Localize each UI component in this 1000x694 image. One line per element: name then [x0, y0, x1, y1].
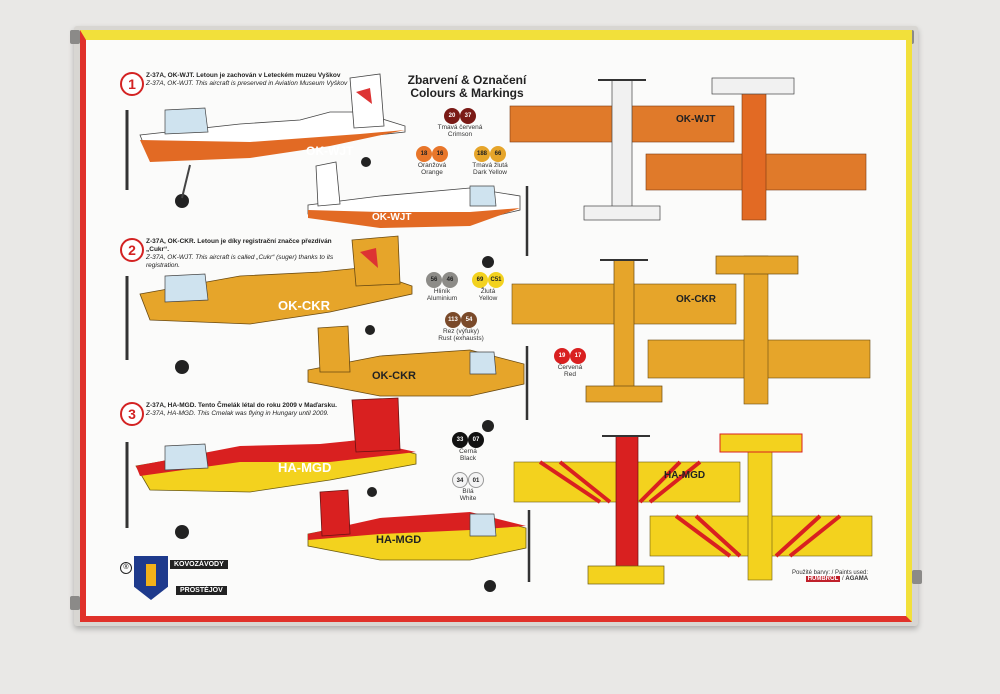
- paint-en: Crimson: [447, 131, 473, 138]
- paint-en: Orange: [421, 169, 443, 176]
- agama-logo: AGAMA: [845, 576, 869, 582]
- paint-code-b: 46: [442, 272, 458, 288]
- box-corner: [70, 596, 80, 610]
- scheme-1-caption: Z-37A, OK-WJT. Letoun je zachován v Lete…: [146, 72, 376, 88]
- scheme-2-number: 2: [120, 238, 144, 262]
- paint-code-a: 19: [554, 348, 570, 364]
- scheme-1-subtitle: Z-37A, OK-WJT. This aircraft is preserve…: [146, 80, 348, 87]
- brand-line2: PROSTĚJOV: [176, 586, 227, 595]
- paint-cz: Žlutá: [480, 288, 496, 295]
- paint-en: Black: [460, 455, 476, 462]
- paint-code-b: 07: [468, 432, 484, 448]
- paint-cz: Hliník: [433, 288, 451, 295]
- paint-cz: Tmavá žlutá: [472, 162, 508, 169]
- heading-cz: Zbarvení & Označení: [407, 73, 527, 87]
- paint-cz: Tmavá červená: [437, 124, 483, 131]
- brand-line1: KOVOZÁVODY: [170, 560, 228, 569]
- scheme-3-caption: Z-37A, HA-MGD. Tento Čmelák létal do rok…: [146, 402, 356, 418]
- paint-en: White: [459, 495, 477, 502]
- paint-code-a: 56: [426, 272, 442, 288]
- scheme-2-subtitle: Z-37A, OK-WJT. This aircraft is called „…: [146, 254, 334, 269]
- aircraft-1-side-large: [125, 73, 406, 208]
- box-corner: [70, 30, 80, 44]
- aircraft-2-side-small: [307, 325, 529, 432]
- paint-code-b: C51: [488, 272, 504, 288]
- registered-mark-icon: ®: [120, 562, 132, 574]
- scheme-3-title: Z-37A, HA-MGD. Tento Čmelák létal do rok…: [146, 402, 337, 409]
- paint-en: Rust (exhausts): [438, 335, 484, 342]
- aircraft-2-bottom: [647, 255, 871, 405]
- paint-code-a: 18: [416, 146, 432, 162]
- paint-code-b: 66: [490, 146, 506, 162]
- reg-1-side: OK-WJT: [306, 144, 354, 158]
- aircraft-1-top: [509, 79, 735, 221]
- paint-code-b: 54: [461, 312, 477, 328]
- paint-code-a: 34: [452, 472, 468, 488]
- reg-2-side: OK-CKR: [278, 298, 330, 313]
- paint-code-a: 188: [474, 146, 490, 162]
- paint-en: Dark Yellow: [473, 169, 507, 176]
- sheet-heading: Zbarvení & Označení Colours & Markings: [392, 74, 542, 100]
- reg-3-side: HA-MGD: [278, 460, 332, 475]
- aircraft-3-bottom: [649, 433, 873, 581]
- paint-code-b: 01: [468, 472, 484, 488]
- paint-cz: Černá: [459, 448, 477, 455]
- paints-used: Použité barvy: / Paints used: HUMBROL / …: [792, 570, 869, 582]
- aircraft-2-top: [511, 259, 737, 403]
- paint-en: Red: [564, 371, 576, 378]
- scheme-3-number: 3: [120, 402, 144, 426]
- aircraft-3-side-large: [125, 397, 417, 539]
- scheme-1-title: Z-37A, OK-WJT. Letoun je zachován v Lete…: [146, 72, 341, 79]
- paints-used-label: Použité barvy: / Paints used:: [792, 570, 869, 576]
- scheme-2-caption: Z-37A, OK-CKR. Letoun je díky registračn…: [146, 238, 356, 270]
- heading-en: Colours & Markings: [410, 86, 524, 100]
- scheme-2-title: Z-37A, OK-CKR. Letoun je díky registračn…: [146, 238, 332, 253]
- box-corner: [912, 570, 922, 584]
- reg-3-top: HA-MGD: [664, 470, 706, 481]
- paint-code-a: 69: [472, 272, 488, 288]
- paint-en: Yellow: [478, 295, 498, 302]
- paint-code-a: 20: [444, 108, 460, 124]
- scheme-1-number: 1: [120, 72, 144, 96]
- aircraft-3-side-small: [307, 489, 531, 592]
- paint-en: Aluminium: [426, 295, 458, 302]
- reg-1-top: OK-WJT: [676, 114, 716, 125]
- humbrol-logo: HUMBROL: [805, 576, 841, 582]
- paint-cz: Oranžová: [417, 162, 447, 169]
- paint-code-a: 113: [445, 312, 461, 328]
- aircraft-1-bottom: [645, 77, 867, 221]
- reg-2-top: OK-CKR: [676, 294, 716, 305]
- paint-code-a: 33: [452, 432, 468, 448]
- reg-3-side-small: HA-MGD: [376, 534, 422, 546]
- paint-cz: Bílá: [462, 488, 474, 495]
- scheme-3-subtitle: Z-37A, HA-MGD. This Cmelak was flying in…: [146, 410, 329, 417]
- paint-code-b: 16: [432, 146, 448, 162]
- aircraft-2-side-large: [125, 235, 413, 374]
- reg-1-side-small: OK-WJT: [372, 212, 412, 223]
- paint-code-b: 17: [570, 348, 586, 364]
- reg-2-side-small: OK-CKR: [372, 370, 416, 382]
- paint-code-b: 37: [460, 108, 476, 124]
- aircraft-1-side-small: [307, 161, 529, 268]
- paint-cz: Červená: [557, 364, 583, 371]
- paint-cz: Rez (výfuky): [442, 328, 480, 335]
- aircraft-3-top: [513, 435, 741, 585]
